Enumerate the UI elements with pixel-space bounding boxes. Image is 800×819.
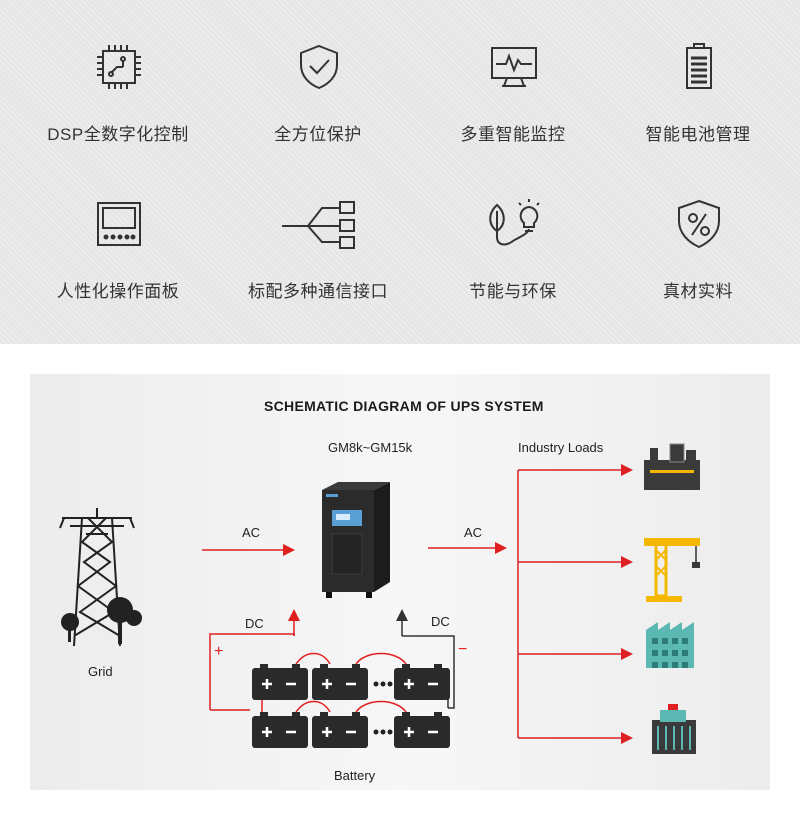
battery-cell [394,664,450,700]
minus-sign: − [458,641,468,658]
feature-label: 人性化操作面板 [56,282,180,301]
battery-label: Battery [334,768,376,783]
battery-cell [252,664,308,700]
leaf-bulb-icon [489,199,540,246]
monitor-pulse-icon [491,47,537,87]
plus-sign: + [214,643,224,660]
battery-cell [312,712,368,748]
battery-cell [252,712,308,748]
feature-label: 真材实料 [663,282,733,301]
ac-in-label: AC [242,525,261,540]
interfaces-icon [282,201,355,249]
loads-label: Industry Loads [518,440,604,455]
shield-check-icon [300,44,338,90]
feature-eco: 节能与环保 [413,157,613,317]
feature-label: DSP全数字化控制 [47,125,189,144]
feature-battery: 智能电池管理 [598,0,798,160]
battery-bank [252,652,450,748]
battery-cell [312,664,368,700]
feature-quality: 真材实料 [598,157,798,317]
dc-left-wire [209,633,295,710]
battery-icon [686,43,712,89]
dc-left-label: DC [245,616,264,631]
feature-grid: DSP全数字化控制 全方位保护 多重智能监控 智能电池管理 [0,0,800,344]
feature-panel: 人性化操作面板 [18,157,218,317]
ups-schematic: SCHEMATIC DIAGRAM OF UPS SYSTEM GM8k~GM1… [30,374,770,790]
feature-label: 智能电池管理 [645,125,751,144]
feature-dsp: DSP全数字化控制 [18,0,218,160]
power-plant-icon [652,704,696,754]
building-icon [646,622,694,668]
feature-label: 多重智能监控 [460,125,566,144]
dc-right-label: DC [431,614,450,629]
feature-monitoring: 多重智能监控 [413,0,613,160]
grid-tower-icon [59,508,135,647]
feature-label: 标配多种通信接口 [248,282,388,301]
ups-cabinet-icon [322,482,390,598]
diagram-title: SCHEMATIC DIAGRAM OF UPS SYSTEM [264,398,544,414]
schematic-graphics [59,443,700,754]
ac-out-label: AC [464,525,483,540]
chip-icon [97,45,141,89]
trees-icon [61,597,142,644]
control-panel-icon [97,202,141,246]
feature-interfaces: 标配多种通信接口 [218,157,418,317]
feature-label: 全方位保护 [274,125,362,144]
grid-label: Grid [88,664,113,679]
dc-right-wire [402,635,455,709]
loads-distribution [517,464,633,744]
factory-icon [644,443,700,490]
feature-protection: 全方位保护 [218,0,418,160]
crane-icon [644,538,700,602]
feature-label: 节能与环保 [469,282,557,301]
battery-cell [394,712,450,748]
model-label: GM8k~GM15k [328,440,413,455]
percent-shield-icon [678,199,720,249]
